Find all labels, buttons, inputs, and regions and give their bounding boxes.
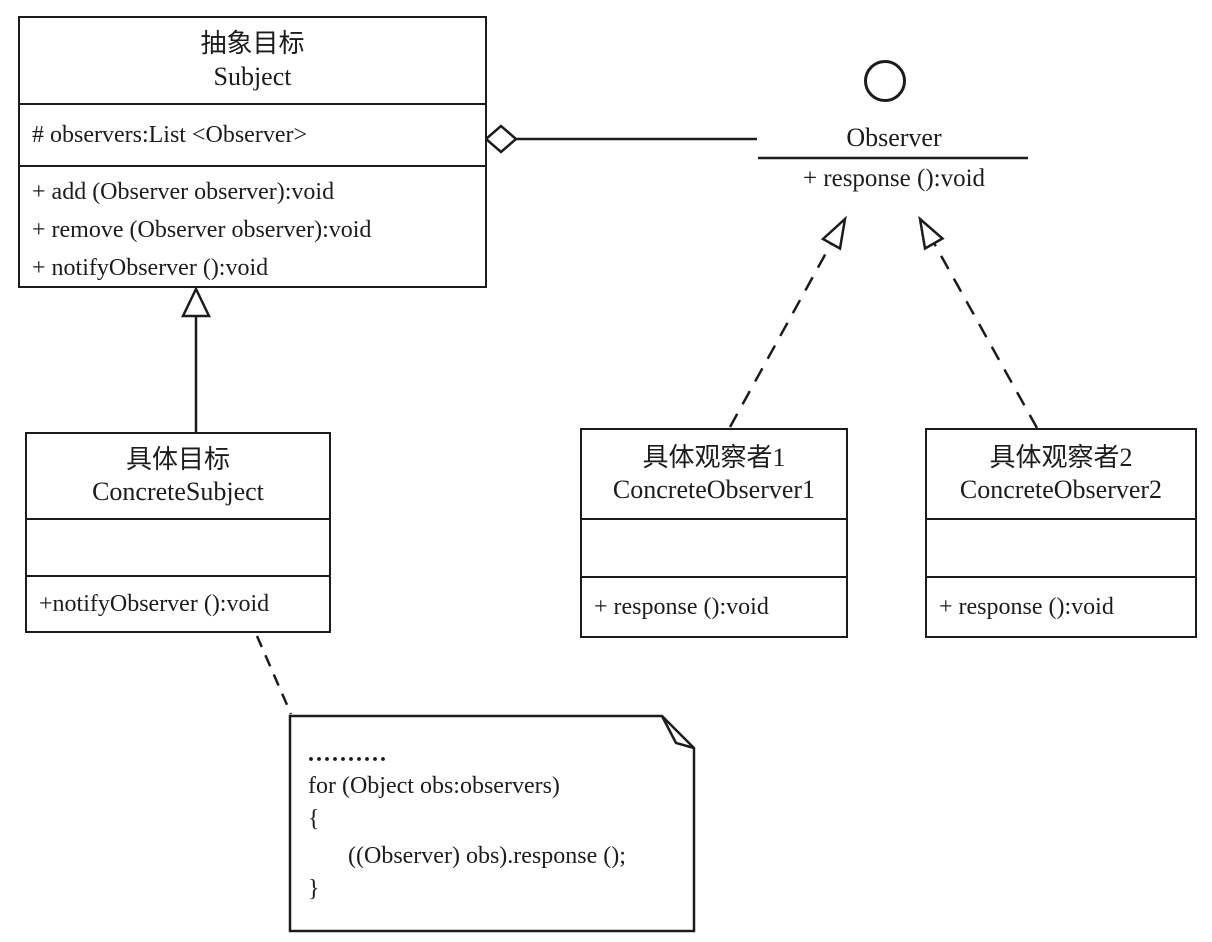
method-remove: + remove (Observer observer):void: [32, 217, 372, 243]
class-concrete-observer-2-methods: + response ():void: [927, 576, 1195, 636]
interface-method-response: + response ():void: [802, 165, 986, 192]
class-concrete-observer-1-name-zh: 具体观察者1: [642, 442, 786, 472]
class-concrete-subject-attributes: [27, 518, 329, 575]
realization-line-2: [932, 242, 1039, 429]
class-concrete-observer-2: 具体观察者2 ConcreteObserver2 + response ():v…: [925, 428, 1197, 638]
method-notifyobserver: + notifyObserver ():void: [32, 255, 269, 281]
class-concrete-subject-title: 具体目标 ConcreteSubject: [27, 434, 329, 518]
class-concrete-observer-2-name-en: ConcreteObserver2: [959, 475, 1163, 504]
note-line-close-brace: }: [308, 876, 320, 902]
note-line-open-brace: {: [308, 806, 320, 832]
note-line-dots: ..........: [308, 741, 388, 767]
class-concrete-subject-methods: +notifyObserver ():void: [27, 575, 329, 631]
class-concrete-subject-name-zh: 具体目标: [125, 444, 230, 474]
class-concrete-observer-2-attributes: [927, 518, 1195, 576]
method-add: + add (Observer observer):void: [32, 179, 335, 205]
class-concrete-subject: 具体目标 ConcreteSubject +notifyObserver ():…: [25, 432, 331, 633]
attribute-observers: # observers:List <Observer>: [32, 121, 308, 148]
class-subject-name-zh: 抽象目标: [200, 29, 305, 58]
class-concrete-observer-1-name-en: ConcreteObserver1: [612, 475, 816, 504]
method-concrete-notifyobserver: +notifyObserver ():void: [39, 590, 270, 617]
realization-line-1: [728, 243, 833, 428]
realization-arrowhead-2-icon: [918, 215, 945, 251]
class-subject-methods: + add (Observer observer):void + remove …: [20, 165, 485, 287]
realization-arrowhead-1-icon: [820, 215, 847, 251]
note-outline: [288, 714, 696, 933]
interface-name: Observer: [846, 123, 942, 152]
note-anchor-line: [255, 635, 293, 715]
note-line-for: for (Object obs:observers): [308, 773, 560, 799]
class-concrete-observer-2-title: 具体观察者2 ConcreteObserver2: [927, 430, 1195, 518]
class-subject-name-en: Subject: [213, 61, 292, 91]
method-response-1: + response ():void: [594, 593, 769, 620]
class-concrete-observer-1-attributes: [582, 518, 846, 576]
class-concrete-observer-2-name-zh: 具体观察者2: [989, 442, 1133, 472]
class-concrete-observer-1-methods: + response ():void: [582, 576, 846, 636]
class-concrete-subject-name-en: ConcreteSubject: [92, 477, 264, 506]
class-subject: 抽象目标 Subject # observers:List <Observer>…: [18, 16, 487, 288]
class-subject-attributes: # observers:List <Observer>: [20, 103, 485, 165]
inheritance-arrowhead-icon: [181, 286, 211, 318]
method-response-2: + response ():void: [939, 593, 1114, 620]
interface-lollipop-circle-icon: [864, 60, 906, 102]
note-line-body: ((Observer) obs).response ();: [348, 843, 626, 869]
class-concrete-observer-1-title: 具体观察者1 ConcreteObserver1: [582, 430, 846, 518]
class-concrete-observer-1: 具体观察者1 ConcreteObserver1 + response ():v…: [580, 428, 848, 638]
aggregation-diamond-icon: [484, 124, 518, 154]
class-subject-title: 抽象目标 Subject: [20, 18, 485, 103]
note-fold-icon: [660, 715, 695, 750]
